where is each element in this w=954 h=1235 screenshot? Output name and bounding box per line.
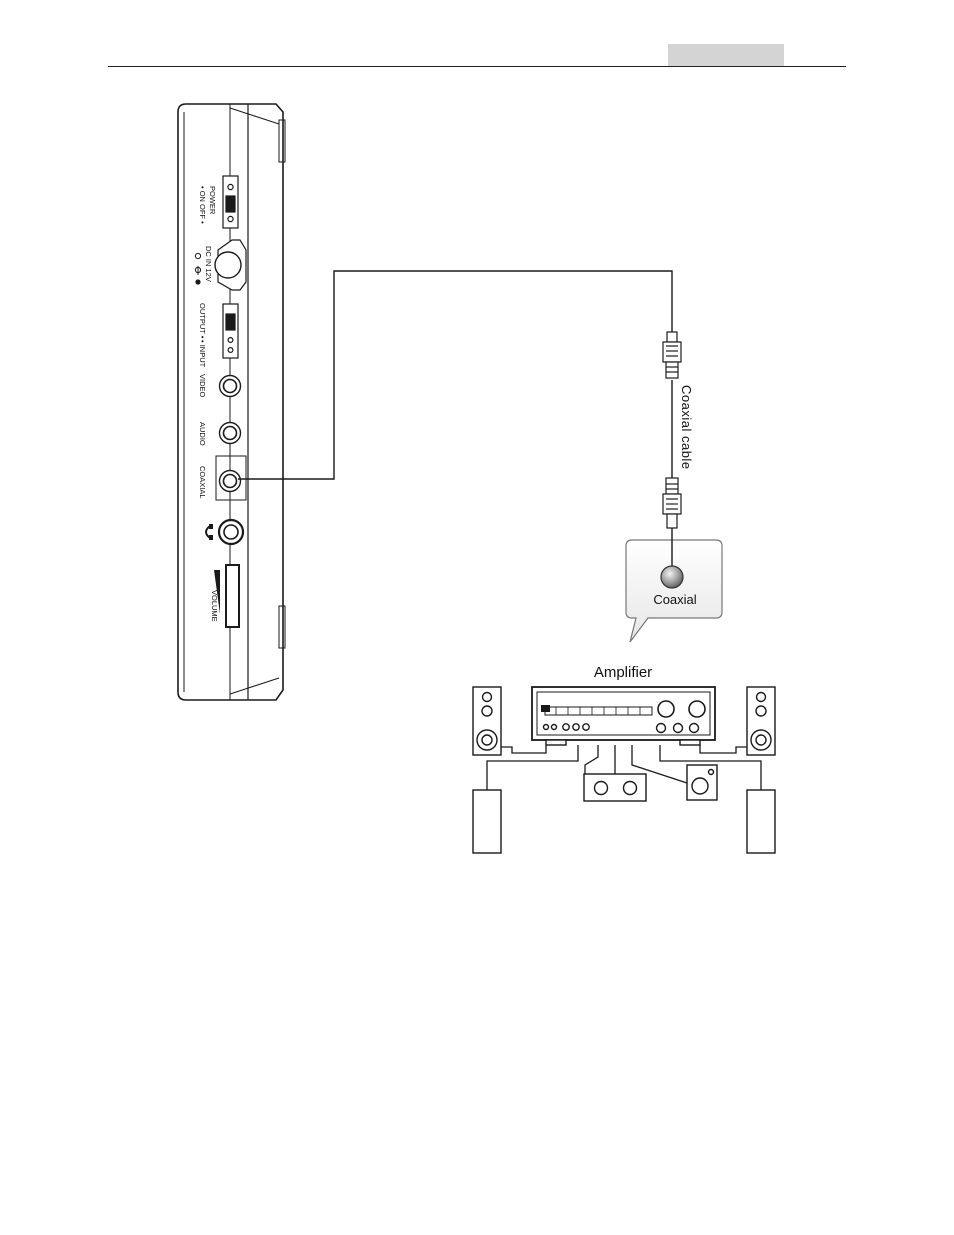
header-tab-block	[668, 44, 784, 66]
device-labels: POWER • ON OFF • DC IN 12V • INPUT OUTPU…	[198, 186, 219, 622]
amplifier-unit	[531, 686, 716, 746]
coaxial-port-label: COAXIAL	[198, 466, 207, 499]
audio-jack	[218, 421, 242, 445]
coaxial-socket-icon	[660, 565, 684, 589]
power-label: POWER	[208, 186, 217, 215]
input-output-switch	[222, 303, 239, 359]
callout-coaxial-label: Coaxial	[653, 592, 696, 607]
front-right-speaker	[746, 686, 776, 756]
power-on-label: • ON	[198, 186, 207, 202]
amplifier-title: Amplifier	[594, 664, 652, 681]
front-left-speaker	[472, 686, 502, 756]
video-jack	[218, 374, 242, 398]
headphone-icon	[205, 524, 213, 540]
coaxial-cable-label: Coaxial cable	[679, 385, 694, 470]
coaxial-jack	[215, 455, 247, 501]
dc-in-jack	[214, 239, 247, 291]
rca-plug-top	[662, 331, 682, 379]
input-label: • INPUT	[198, 340, 207, 368]
dc-polarity-icon	[194, 252, 202, 285]
volume-slider	[225, 564, 240, 628]
power-off-label: OFF •	[198, 204, 207, 224]
header-rule	[108, 66, 846, 67]
audio-label: AUDIO	[198, 422, 207, 446]
dc-in-label: DC IN 12V	[204, 246, 213, 282]
rear-left-speaker	[472, 789, 502, 854]
coaxial-callout	[625, 539, 723, 643]
video-label: VIDEO	[198, 374, 207, 398]
output-label: OUTPUT •	[198, 303, 207, 339]
center-speaker	[583, 773, 647, 802]
rca-plug-bottom	[662, 477, 682, 529]
coaxial-cable-line	[238, 270, 673, 480]
rear-right-speaker	[746, 789, 776, 854]
headphone-jack	[217, 518, 245, 546]
speaker-wiring	[486, 745, 762, 790]
volume-ramp-icon	[214, 570, 220, 614]
power-switch	[222, 175, 239, 229]
subwoofer	[686, 764, 718, 801]
volume-label: VOLUME	[210, 590, 219, 622]
